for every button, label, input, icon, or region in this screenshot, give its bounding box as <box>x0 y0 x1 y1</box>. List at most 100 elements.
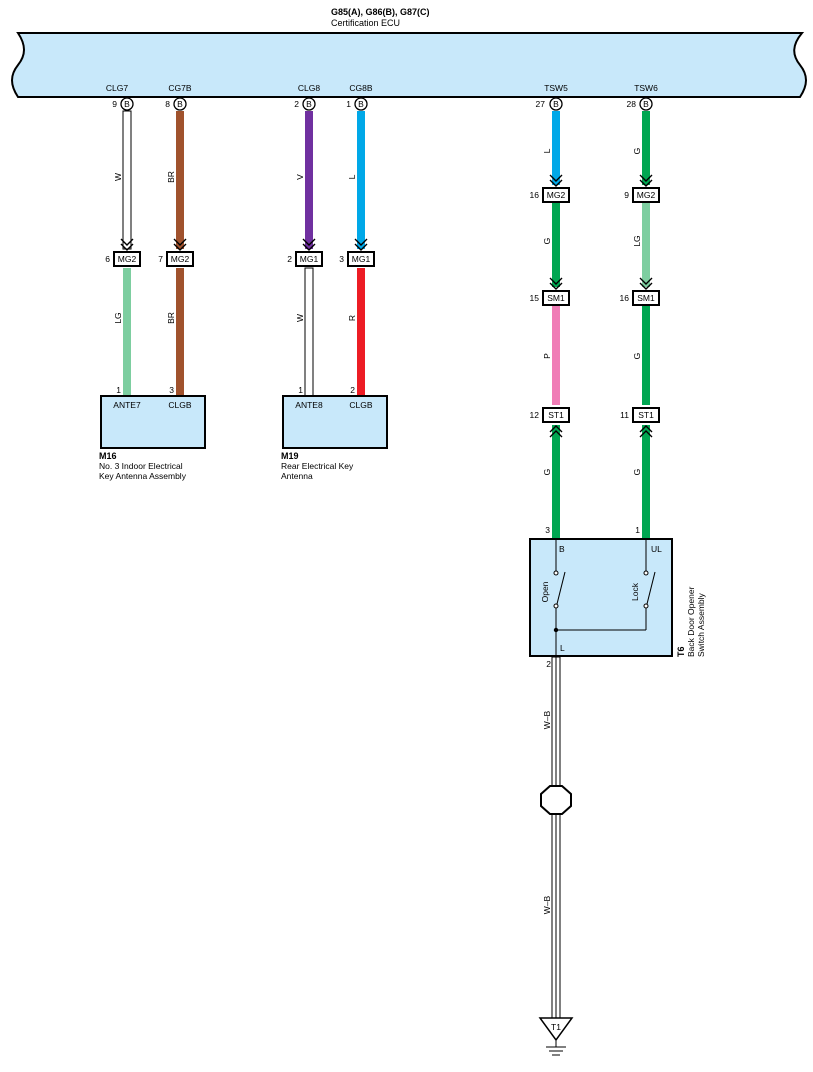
svg-text:G: G <box>542 469 552 476</box>
ecu-pin-name: TSW6 <box>634 83 658 93</box>
switch-lock-label: Lock <box>630 582 640 601</box>
component-m16: 1 3 ANTE7 CLGB M16 No. 3 Indoor Electric… <box>99 385 206 481</box>
svg-text:CLGB: CLGB <box>349 400 372 410</box>
svg-text:ST1: ST1 <box>548 410 564 420</box>
svg-text:MG1: MG1 <box>300 254 319 264</box>
junction-sm1-b: SM1 16 <box>620 290 660 306</box>
svg-text:B: B <box>559 544 565 554</box>
svg-text:MG2: MG2 <box>547 190 566 200</box>
svg-text:MG2: MG2 <box>171 254 190 264</box>
svg-text:W–B: W–B <box>542 710 552 729</box>
svg-text:G: G <box>542 238 552 245</box>
svg-text:LG: LG <box>632 235 642 246</box>
splice-octagon <box>540 785 572 815</box>
svg-text:2: 2 <box>546 659 551 669</box>
wire-tsw5 <box>552 111 560 539</box>
svg-text:B: B <box>358 99 364 109</box>
svg-text:ANTE8: ANTE8 <box>295 400 323 410</box>
svg-text:B: B <box>643 99 649 109</box>
wire-clg7 <box>122 110 132 396</box>
svg-text:16: 16 <box>620 293 630 303</box>
ecu-pin-name: CLG8 <box>298 83 320 93</box>
ecu-connector-ids: G85(A), G86(B), G87(C) <box>331 7 430 17</box>
svg-text:P: P <box>542 353 552 359</box>
svg-text:15: 15 <box>530 293 540 303</box>
svg-text:SM1: SM1 <box>547 293 565 303</box>
ecu-pin-number: 2 <box>294 99 299 109</box>
svg-text:1: 1 <box>298 385 303 395</box>
svg-text:Switch Assembly: Switch Assembly <box>696 592 706 657</box>
component-id: M16 <box>99 451 117 461</box>
svg-text:BR: BR <box>166 171 176 183</box>
svg-text:6: 6 <box>105 254 110 264</box>
svg-text:Antenna: Antenna <box>281 471 313 481</box>
svg-text:12: 12 <box>530 410 540 420</box>
junction-st1-b: ST1 11 <box>620 407 660 423</box>
switch-open-label: Open <box>540 581 550 602</box>
svg-text:7: 7 <box>158 254 163 264</box>
svg-text:LG: LG <box>113 312 123 323</box>
svg-text:ANTE7: ANTE7 <box>113 400 141 410</box>
svg-text:L: L <box>347 174 357 179</box>
ecu-pin-name: CLG7 <box>106 83 128 93</box>
ground-t1: T1 <box>538 1017 574 1056</box>
svg-text:L: L <box>560 643 565 653</box>
ecu-pins: CLG7 CG7B CLG8 CG8B TSW5 TSW6 9 8 2 1 27… <box>106 83 658 109</box>
ecu-pin-number: 28 <box>627 99 637 109</box>
ecu-pin-number: 1 <box>346 99 351 109</box>
component-id: T6 <box>676 646 686 657</box>
svg-text:L: L <box>542 148 552 153</box>
ecu-pin-name: CG8B <box>349 83 372 93</box>
junction-connectors: MG2 6 MG2 7 MG1 2 MG1 3 MG2 16 MG2 9 <box>105 187 660 423</box>
svg-text:MG2: MG2 <box>118 254 137 264</box>
connector-chevrons <box>120 174 653 438</box>
ecu-pin-name: CG7B <box>168 83 191 93</box>
junction-mg1-a: MG1 2 <box>287 251 323 267</box>
svg-text:CLGB: CLGB <box>168 400 191 410</box>
svg-text:3: 3 <box>169 385 174 395</box>
svg-text:B: B <box>124 99 130 109</box>
junction-sm1-a: SM1 15 <box>530 290 570 306</box>
junction-st1-a: ST1 12 <box>530 407 570 423</box>
wire-ground <box>551 656 561 1019</box>
svg-text:T1: T1 <box>551 1022 561 1032</box>
svg-text:UL: UL <box>651 544 662 554</box>
svg-text:G: G <box>632 148 642 155</box>
junction-mg1-b: MG1 3 <box>339 251 375 267</box>
component-id: M19 <box>281 451 299 461</box>
wire-cg8b <box>357 111 365 396</box>
svg-text:Key Antenna Assembly: Key Antenna Assembly <box>99 471 187 481</box>
svg-text:W: W <box>113 173 123 181</box>
wire-color-labels: W BR V L L G G LG LG BR W R P G G G W–B … <box>113 148 642 915</box>
svg-text:No. 3 Indoor Electrical: No. 3 Indoor Electrical <box>99 461 183 471</box>
ecu-pin-number: 9 <box>112 99 117 109</box>
svg-text:Back Door Opener: Back Door Opener <box>686 586 696 657</box>
svg-text:SM1: SM1 <box>637 293 655 303</box>
component-m19: 1 2 ANTE8 CLGB M19 Rear Electrical Key A… <box>281 385 388 481</box>
wire-cg7b <box>176 111 184 396</box>
svg-text:G: G <box>632 353 642 360</box>
svg-text:W–B: W–B <box>542 895 552 914</box>
svg-text:1: 1 <box>635 525 640 535</box>
ecu-name: Certification ECU <box>331 18 400 28</box>
svg-text:3: 3 <box>545 525 550 535</box>
svg-text:MG1: MG1 <box>352 254 371 264</box>
ecu-pin-name: TSW5 <box>544 83 568 93</box>
svg-text:R: R <box>347 315 357 321</box>
ecu-body <box>11 32 807 98</box>
ecu-pin-number: 27 <box>536 99 546 109</box>
svg-text:B: B <box>306 99 312 109</box>
svg-text:16: 16 <box>530 190 540 200</box>
svg-text:W: W <box>295 314 305 322</box>
junction-mg2-a: MG2 6 <box>105 251 141 267</box>
svg-text:MG2: MG2 <box>637 190 656 200</box>
junction-mg2-b: MG2 7 <box>158 251 194 267</box>
svg-text:B: B <box>553 99 559 109</box>
svg-text:ST1: ST1 <box>638 410 654 420</box>
component-t6: 3 1 B UL L Open Lock 2 T6 Back Door Open… <box>529 525 706 669</box>
svg-text:Rear Electrical Key: Rear Electrical Key <box>281 461 354 471</box>
svg-text:V: V <box>295 174 305 180</box>
svg-text:2: 2 <box>350 385 355 395</box>
ecu-pin-number: 8 <box>165 99 170 109</box>
